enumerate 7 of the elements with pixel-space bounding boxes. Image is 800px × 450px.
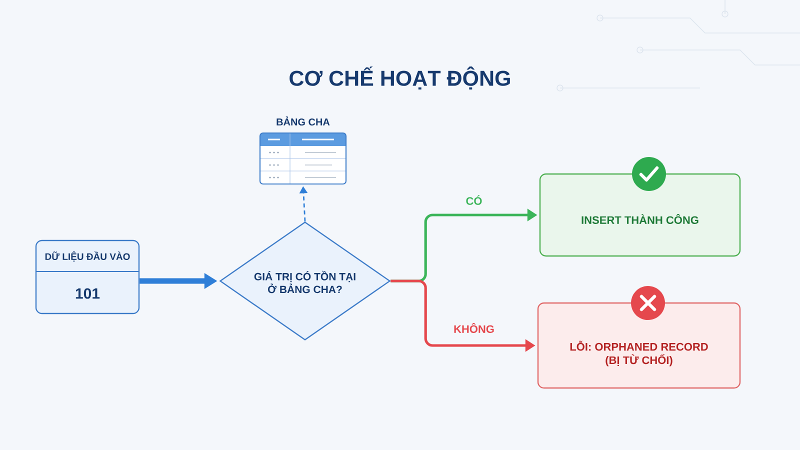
title: CƠ CHẾ HOẠT ĐỘNG xyxy=(290,66,510,90)
table-heading: BẢNG CHA xyxy=(276,116,330,126)
edge-label: CÓ xyxy=(464,193,484,207)
result-box: INSERT THÀNH CÔNG xyxy=(539,173,741,257)
input-box: DỮ LIỆU ĐẦU VÀO 101 xyxy=(35,240,140,314)
edge-label: KHÔNG xyxy=(452,321,496,335)
result-box: LỖI: ORPHANED RECORD (BỊ TỪ CHỐI) xyxy=(537,302,741,389)
